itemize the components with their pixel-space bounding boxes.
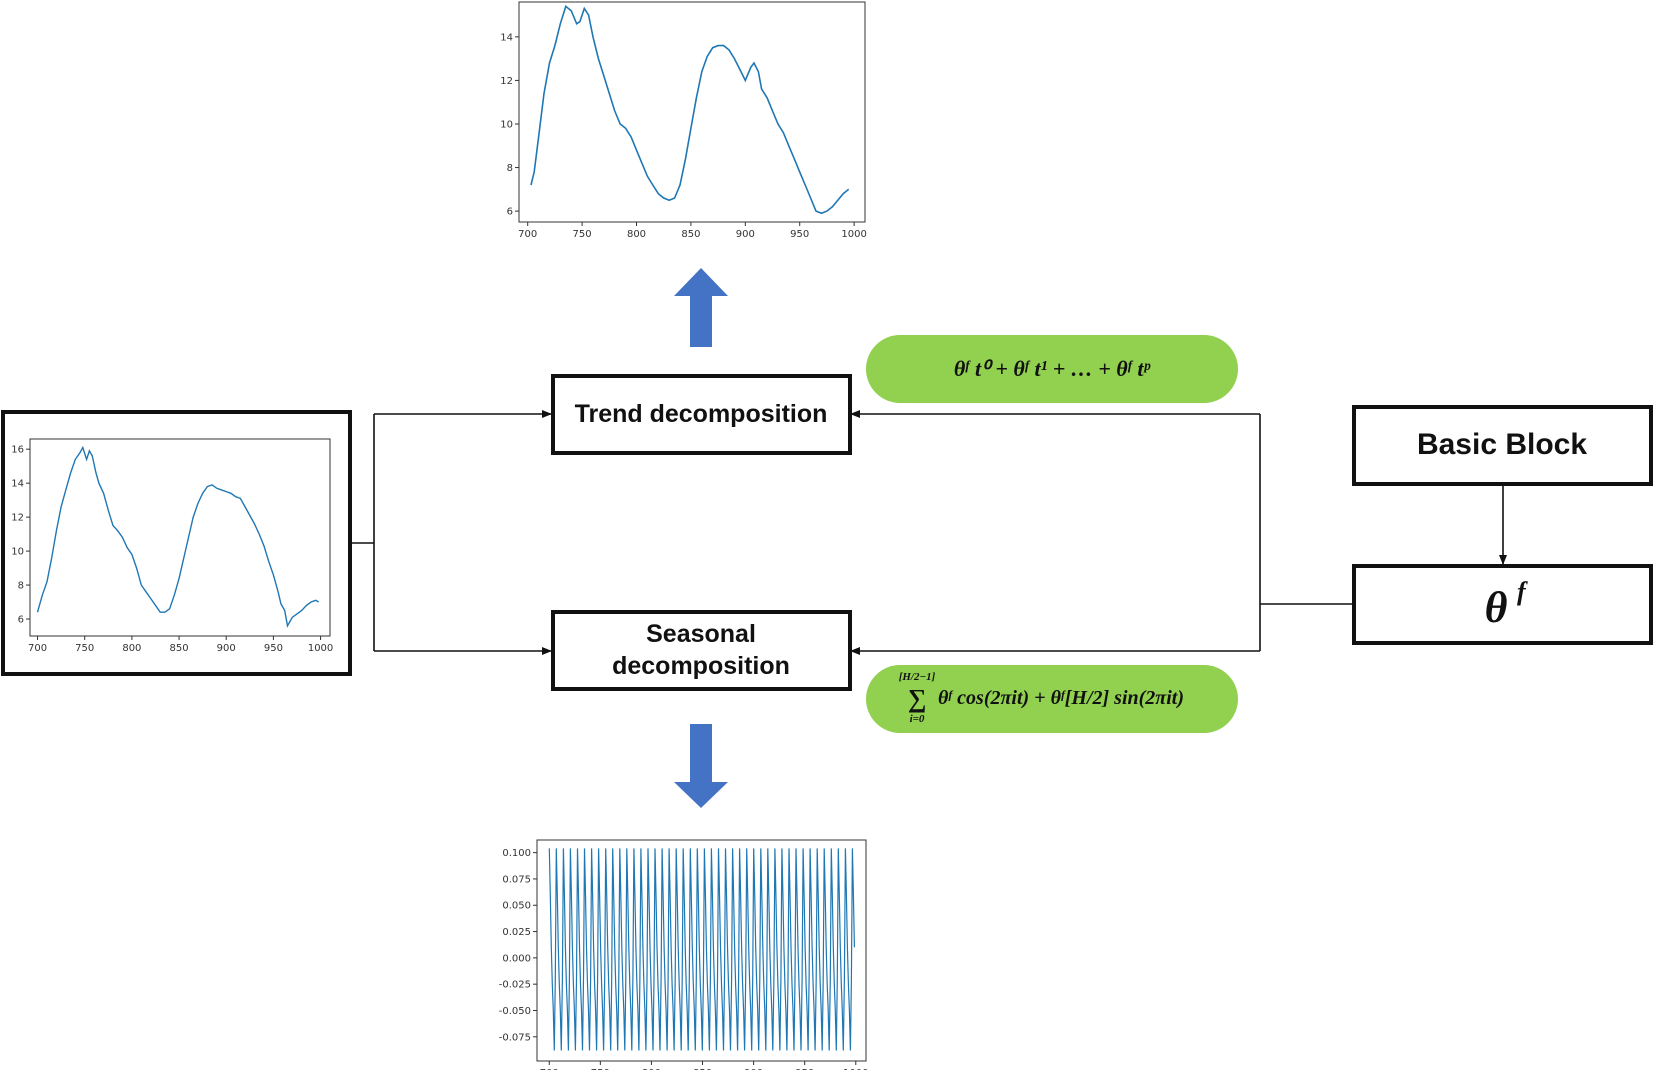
trend-y-tick-label: 8 [507,163,513,174]
seasonal-x-tick-label: 850 [693,1068,712,1070]
trend-x-tick-label: 900 [736,229,755,240]
trend-x-tick-label: 700 [518,229,537,240]
input-x-tick-label: 950 [264,643,283,654]
trend-decomposition-label: Trend decomposition [575,400,828,428]
trend-chart-ticks: 700 750 800 850 900 950 1000 6 8 10 12 14 [500,32,867,240]
seasonal-chart-ticks: 700 750 800 850 900 950 1000 0.100 0.075 0.050 0.0… [499,848,869,1070]
input-y-tick-label: 6 [18,615,24,626]
seasonal-decomposition-node: Seasonal decomposition [551,610,852,691]
seasonal-label-line1: Seasonal [646,620,756,648]
input-x-tick-label: 750 [75,643,94,654]
seasonal-label-line2: decomposition [612,652,790,680]
input-y-tick-label: 12 [11,513,24,524]
theta-node: θ f [1352,564,1653,645]
input-x-tick-label: 850 [170,643,189,654]
seasonal-sum-lower: i=0 [910,713,925,725]
trend-y-tick-label: 10 [500,119,513,130]
seasonal-decomposition-box [551,610,852,691]
trend-chart-axes [518,1,866,223]
theta-superscript: f [1517,577,1528,606]
seasonal-y-tick-label: 0.000 [502,953,531,964]
seasonal-y-tick-label: -0.025 [499,980,531,991]
input-series-chart: 700 750 800 850 900 950 1000 6 8 10 12 14 16 [1,410,352,676]
seasonal-x-tick-label: 900 [744,1068,763,1070]
trend-y-tick-label: 14 [500,32,513,43]
input-y-tick-label: 10 [11,547,24,558]
trend-formula-pill: θᶠ t⁰ + θᶠ t¹ + … + θᶠ tᵖ [866,335,1238,403]
input-x-tick-label: 1000 [308,643,333,654]
input-series-line [36,445,320,628]
theta-symbol: θ [1485,583,1508,632]
seasonal-output-arrow-down [674,724,728,808]
seasonal-y-tick-label: -0.050 [499,1006,531,1017]
seasonal-y-tick-label: 0.100 [502,848,531,859]
input-y-tick-label: 8 [18,581,24,592]
input-chart-ticks: 700 750 800 850 900 950 1000 6 8 10 12 14 16 [11,445,333,654]
trend-output-chart: 700 750 800 850 900 950 1000 6 8 10 12 14 [500,1,867,240]
trend-series-line [530,5,850,215]
input-chart-axes [29,438,331,637]
seasonal-series-line [548,848,855,1051]
seasonal-x-tick-label: 800 [642,1068,661,1070]
trend-decomposition-node: Trend decomposition [551,374,852,455]
theta-box [1352,564,1653,645]
trend-formula-pill-bg [866,335,1238,403]
trend-y-tick-label: 6 [507,207,513,218]
trend-x-tick-label: 750 [573,229,592,240]
basic-block-box [1352,405,1653,486]
seasonal-formula-pill-bg [866,665,1238,733]
input-x-tick-label: 900 [217,643,236,654]
connectors [350,410,1507,655]
trend-x-tick-label: 800 [627,229,646,240]
seasonal-output-chart: 700 750 800 850 900 950 1000 0.100 0.075 0.050 0.0… [499,839,869,1070]
seasonal-y-tick-label: 0.025 [502,927,531,938]
seasonal-x-tick-label: 950 [795,1068,814,1070]
seasonal-x-tick-label: 750 [591,1068,610,1070]
seasonal-y-tick-label: 0.050 [502,901,531,912]
basic-block-label: Basic Block [1417,428,1587,461]
trend-x-tick-label: 850 [681,229,700,240]
seasonal-formula-text: θᶠ cos(2πit) + θᶠ[H/2] sin(2πit) [938,687,1184,709]
seasonal-y-tick-label: 0.075 [502,874,531,885]
input-y-tick-label: 16 [11,445,24,456]
trend-decomposition-box [551,374,852,455]
seasonal-sum-upper: [H/2−1] [899,671,936,683]
trend-formula-text: θᶠ t⁰ + θᶠ t¹ + … + θᶠ tᵖ [954,356,1151,381]
trend-x-tick-label: 950 [790,229,809,240]
seasonal-sum-symbol: ∑ [908,684,927,713]
seasonal-x-tick-label: 700 [540,1068,559,1070]
basic-block-node: Basic Block [1352,405,1653,486]
input-x-tick-label: 800 [122,643,141,654]
seasonal-x-tick-label: 1000 [843,1068,868,1070]
seasonal-y-tick-label: -0.075 [499,1032,531,1043]
trend-y-tick-label: 12 [500,76,513,87]
input-y-tick-label: 14 [11,479,24,490]
trend-x-tick-label: 1000 [841,229,866,240]
seasonal-formula-pill: [H/2−1] ∑ i=0 θᶠ cos(2πit) + θᶠ[H/2] sin… [866,665,1238,733]
trend-output-arrow-up [674,268,728,347]
input-x-tick-label: 700 [28,643,47,654]
